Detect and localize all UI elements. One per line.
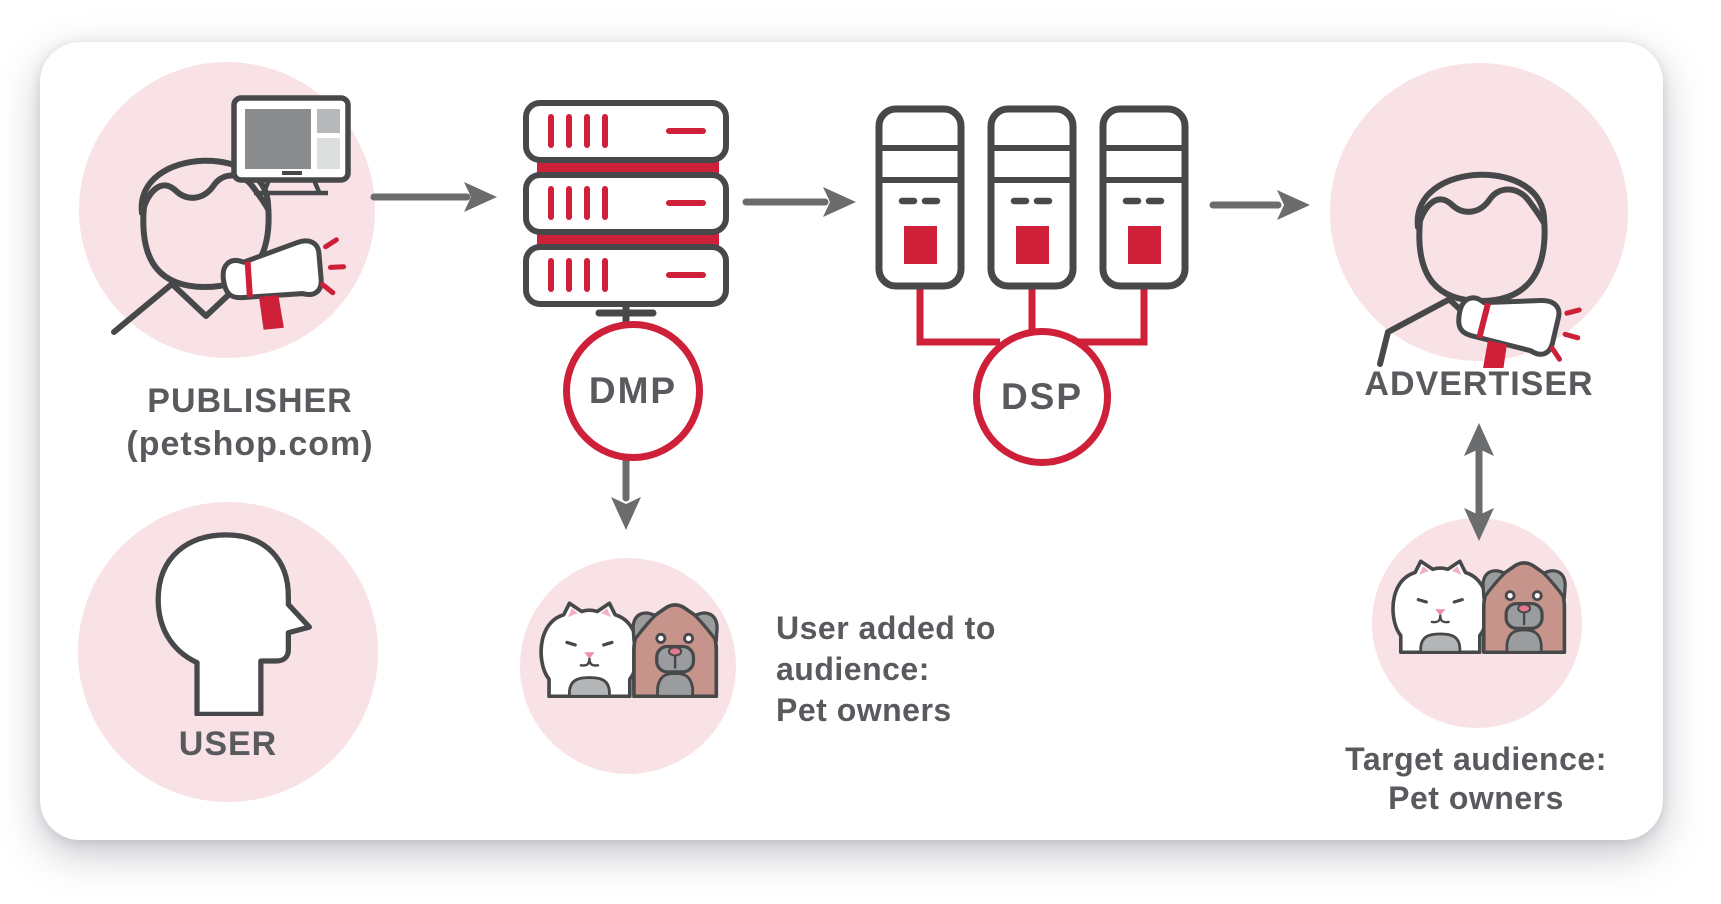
server-stack-icon xyxy=(523,100,729,323)
publisher-label-line1: PUBLISHER xyxy=(147,382,353,420)
dsp-servers xyxy=(875,105,1189,290)
publisher-label: PUBLISHER (petshop.com) xyxy=(60,380,440,466)
audience-note-line2: audience: xyxy=(776,651,930,687)
advertiser-label: ADVERTISER xyxy=(1364,365,1594,403)
audience-note-line1: User added to xyxy=(776,610,996,646)
dmp-label: DMP xyxy=(588,370,678,411)
audience-note-line3: Pet owners xyxy=(776,692,952,728)
publisher-label-line2: (petshop.com) xyxy=(126,425,374,463)
dsp-node: DSP xyxy=(973,328,1111,466)
target-note: Target audience: Pet owners xyxy=(1290,740,1662,818)
target-note-line2: Pet owners xyxy=(1388,780,1564,816)
dsp-label: DSP xyxy=(1000,376,1084,417)
desktop-monitor-icon xyxy=(231,95,351,196)
target-note-line1: Target audience: xyxy=(1345,741,1607,777)
head-profile-icon xyxy=(155,532,312,716)
pets-cat-dog-icon xyxy=(1391,559,1568,654)
person-with-megaphone-icon xyxy=(1377,108,1608,368)
megaphone-icon xyxy=(1440,266,1588,368)
megaphone-icon xyxy=(218,228,347,337)
server-tower-icon xyxy=(991,109,1073,286)
audience-note: User added to audience: Pet owners xyxy=(776,608,1096,731)
dmp-node: DMP xyxy=(563,321,703,461)
server-tower-icon xyxy=(879,109,961,286)
pets-cat-dog-icon xyxy=(539,601,719,698)
person-with-megaphone-icon xyxy=(111,95,351,341)
server-tower-icon xyxy=(1103,109,1185,286)
user-label: USER xyxy=(178,725,278,763)
